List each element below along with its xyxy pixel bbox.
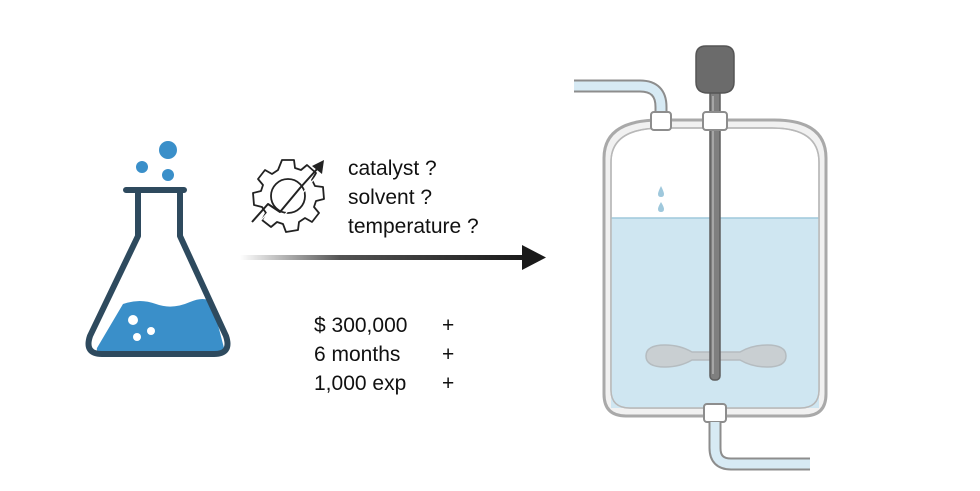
cost-value: 6 months <box>314 343 401 366</box>
question-list: catalyst ? solvent ? temperature ? <box>348 154 479 241</box>
question-temperature: temperature ? <box>348 215 479 238</box>
trend-line <box>251 167 319 223</box>
flask-liquid <box>96 299 224 352</box>
stirrer-shaft <box>709 89 721 381</box>
vessel-inner-outline <box>610 127 820 409</box>
motor-cap <box>695 45 735 94</box>
trend-line-shadow <box>255 173 319 227</box>
gear-trend-icon <box>251 159 325 233</box>
cost-row-money: $ 300,000 + <box>314 311 462 340</box>
inlet-flange <box>650 111 672 131</box>
flask-outline <box>85 187 231 357</box>
arrow-shaft <box>240 255 526 260</box>
cost-list: $ 300,000 + 6 months + 1,000 exp + <box>314 311 462 398</box>
plus-sign: + <box>442 343 455 366</box>
outlet-pipe-inner <box>710 422 810 469</box>
question-catalyst: catalyst ? <box>348 157 437 180</box>
droplet <box>658 186 664 197</box>
arrow-right-icon <box>240 245 546 270</box>
cost-row-time: 6 months + <box>314 340 462 369</box>
plus-sign: + <box>442 372 455 395</box>
liquid-bubble <box>128 315 138 325</box>
liquid-bubble <box>133 333 141 341</box>
arrow-head <box>522 245 546 270</box>
liquid-bubble <box>147 327 155 335</box>
inlet-pipe-inner <box>574 81 666 180</box>
outlet-pipe <box>708 422 810 471</box>
bubble-large <box>159 141 177 159</box>
bubble-small <box>136 161 148 173</box>
cost-value: 1,000 exp <box>314 372 407 395</box>
cost-row-experiments: 1,000 exp + <box>314 369 462 398</box>
trend-arrowhead <box>312 160 324 174</box>
cost-value: $ 300,000 <box>314 314 408 337</box>
reactor-vessel-icon <box>574 45 828 471</box>
flask-icon <box>85 141 231 357</box>
droplet <box>658 202 664 212</box>
bottom-flange <box>703 403 727 423</box>
question-solvent: solvent ? <box>348 186 433 209</box>
plus-sign: + <box>442 314 455 337</box>
top-flange <box>702 111 728 131</box>
gear-hub <box>270 178 306 214</box>
bubble-mid <box>162 169 174 181</box>
